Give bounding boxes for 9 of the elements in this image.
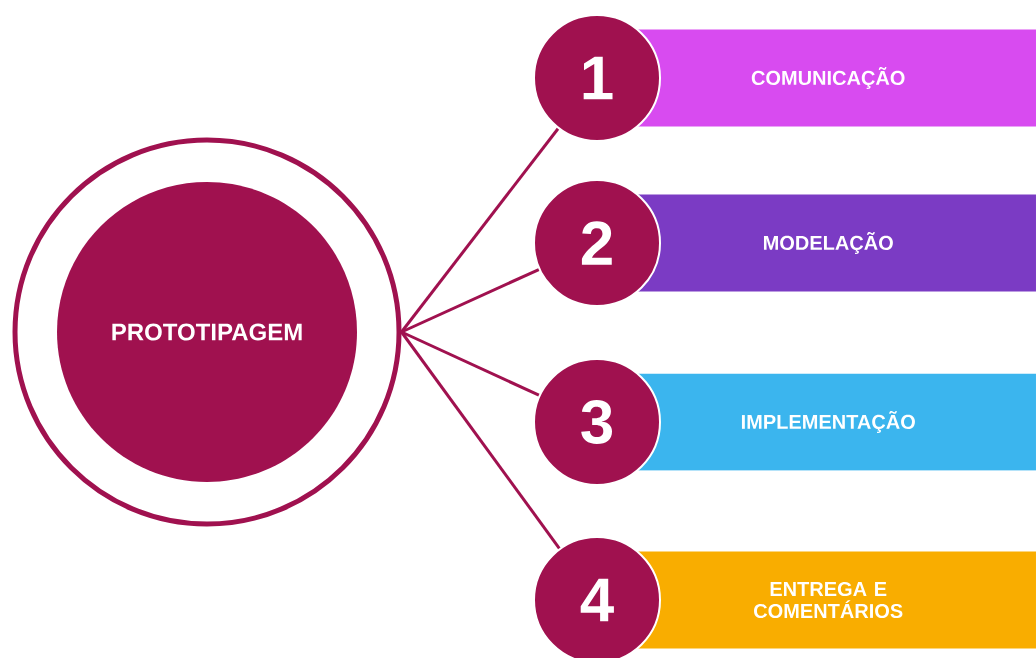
connector-line (400, 330, 540, 397)
connector-line (400, 127, 560, 333)
step-bar: IMPLEMENTAÇÃO (620, 373, 1036, 471)
step-bar: ENTREGA E COMENTÁRIOS (620, 551, 1036, 649)
step-bar: MODELAÇÃO (620, 194, 1036, 292)
step-bar: COMUNICAÇÃO (620, 29, 1036, 127)
connector-line (400, 331, 561, 550)
connector-line (400, 268, 540, 334)
circle-node: PROTOTIPAGEM (12, 137, 402, 527)
